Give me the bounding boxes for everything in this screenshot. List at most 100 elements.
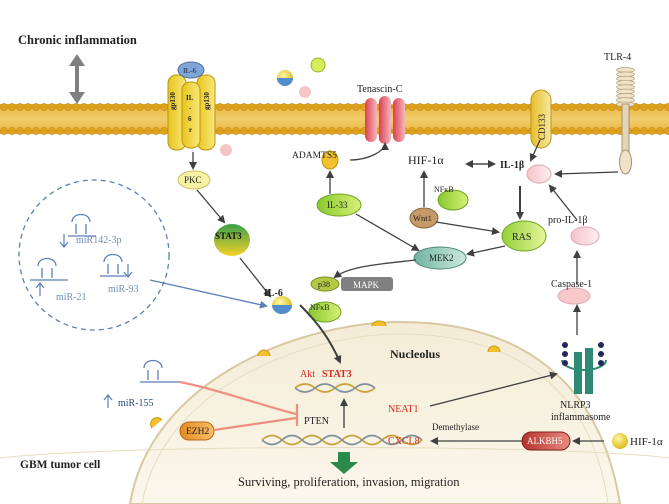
membrane-lipid-head <box>640 127 648 135</box>
membrane-lipid-head <box>120 127 128 135</box>
nfkb-mid-label: NFκB <box>310 303 330 312</box>
il1b-label: IL-1β <box>500 160 524 171</box>
il6-receptor-complex <box>167 61 216 151</box>
mir142-label: miR142-3p <box>76 235 122 246</box>
membrane-lipid-head <box>296 103 304 111</box>
membrane-lipid-head <box>64 103 72 111</box>
cell-membrane <box>0 103 669 135</box>
membrane-lipid-head <box>472 127 480 135</box>
membrane-lipid-head <box>248 127 256 135</box>
p38-node <box>310 276 340 292</box>
membrane-lipid-head <box>104 103 112 111</box>
wnt1-label: Wnt1 <box>413 213 432 223</box>
membrane-lipid-head <box>520 103 528 111</box>
membrane-lipid-head <box>496 127 504 135</box>
membrane-lipid-head <box>488 127 496 135</box>
membrane-lipid-head <box>144 127 152 135</box>
membrane-lipid-head <box>216 103 224 111</box>
nfkb-mid-node <box>308 301 342 323</box>
membrane-lipid-head <box>272 127 280 135</box>
ras-label: RAS <box>512 232 531 243</box>
membrane-lipid-head <box>256 103 264 111</box>
dna-strands <box>261 383 423 446</box>
nlrp3-label-line2: inflammasome <box>551 412 611 423</box>
membrane-lipid-head <box>152 127 160 135</box>
membrane-lipid-head <box>16 127 24 135</box>
membrane-lipid-head <box>320 127 328 135</box>
membrane-lipid-head <box>520 127 528 135</box>
membrane-lipid-head <box>416 103 424 111</box>
membrane-lipid-head <box>144 103 152 111</box>
gp130-right-label: gp130 <box>203 92 211 110</box>
il6r-letter-4: r <box>189 126 192 134</box>
membrane-lipid-head <box>8 103 16 111</box>
membrane-lipid-head <box>512 103 520 111</box>
caspase1-node <box>557 287 591 305</box>
membrane-lipid-head <box>472 103 480 111</box>
membrane-lipid-head <box>656 127 664 135</box>
wnt1-node <box>409 207 439 229</box>
membrane-lipid-head <box>432 127 440 135</box>
membrane-lipid-head <box>640 103 648 111</box>
membrane-lipid-head <box>160 103 168 111</box>
mirna-group-circle <box>18 179 170 331</box>
pathway-arrows <box>189 139 619 445</box>
nlrp3-inflammasome <box>561 342 607 394</box>
adamts5-node <box>321 150 339 170</box>
membrane-lipid-head <box>480 103 488 111</box>
membrane-lipid-head <box>464 103 472 111</box>
stat3-cyto-label: STAT3 <box>215 231 242 241</box>
membrane-lipid-head <box>40 127 48 135</box>
p38-label: p38 <box>318 280 330 289</box>
membrane-lipid-head <box>160 127 168 135</box>
membrane-lipid-head <box>648 127 656 135</box>
hif1a-top-label: HIF-1α <box>408 153 444 167</box>
alkbh5-label: ALKBH5 <box>527 436 563 446</box>
membrane-lipid-head <box>336 127 344 135</box>
membrane-lipid-head <box>264 127 272 135</box>
membrane-lipid-head <box>264 103 272 111</box>
membrane-lipid-head <box>304 103 312 111</box>
ras-node <box>501 220 547 252</box>
membrane-lipid-head <box>32 127 40 135</box>
ezh2-label: EZH2 <box>186 427 209 437</box>
pten-label: PTEN <box>304 416 329 427</box>
membrane-lipid-head <box>272 103 280 111</box>
membrane-lipid-head <box>120 103 128 111</box>
mirna-direction-arrows <box>35 234 133 408</box>
il6r-letter-2: - <box>189 104 192 112</box>
membrane-lipid-head <box>440 127 448 135</box>
membrane-lipid-head <box>256 127 264 135</box>
membrane-lipid-head <box>424 127 432 135</box>
membrane-lipid-head <box>0 127 8 135</box>
adamts5-label: ADAMTS5 <box>292 151 337 161</box>
cd133-label: CD133 <box>537 113 547 140</box>
membrane-lipid-head <box>608 103 616 111</box>
membrane-lipid-head <box>240 127 248 135</box>
membrane-lipid-head <box>568 127 576 135</box>
outcome-arrow-icon <box>330 452 358 474</box>
membrane-lipid-head <box>312 103 320 111</box>
il6-mid-label: IL-6 <box>264 288 283 299</box>
membrane-lipid-head <box>592 127 600 135</box>
mir155-label: miR-155 <box>118 398 154 409</box>
mirna-hairpins <box>30 213 180 383</box>
membrane-lipid-head <box>344 127 352 135</box>
tenascin-c-label: Tenascin-C <box>357 84 403 95</box>
il33-label: IL-33 <box>327 200 348 210</box>
nlrp3-label-line1: NLRP3 <box>560 400 591 411</box>
double-arrow-icon <box>69 54 85 104</box>
mir21-label: miR-21 <box>56 292 87 303</box>
membrane-lipid-head <box>304 127 312 135</box>
pkc-node <box>177 170 211 190</box>
pkc-label: PKC <box>184 175 202 185</box>
membrane-lipid-head <box>328 103 336 111</box>
membrane-lipid-head <box>560 127 568 135</box>
membrane-lipid-head <box>56 127 64 135</box>
mek2-label: MEK2 <box>429 253 454 263</box>
membrane-lipid-head <box>48 127 56 135</box>
membrane-lipid-head <box>48 103 56 111</box>
mek2-node <box>413 246 467 270</box>
membrane-lipid-head <box>232 127 240 135</box>
